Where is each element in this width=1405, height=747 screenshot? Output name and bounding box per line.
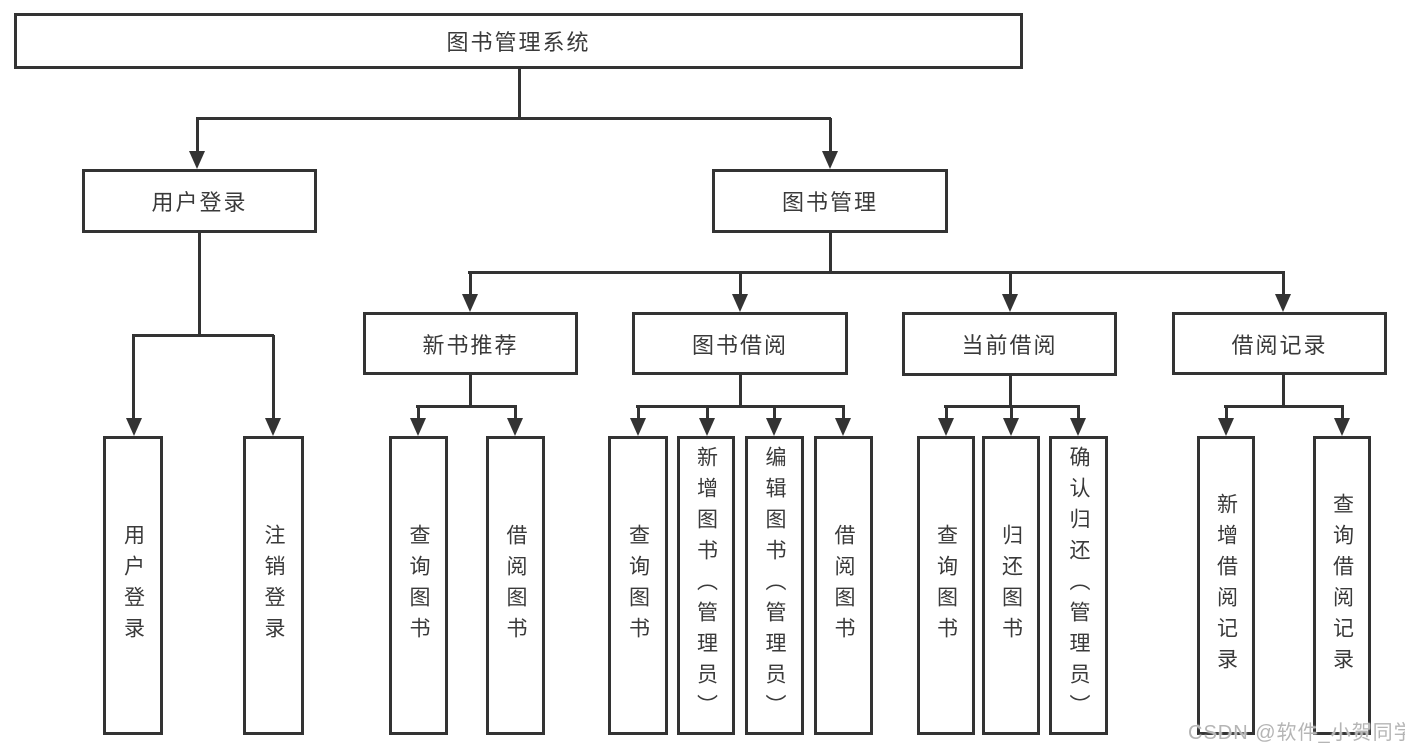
leaf-query-books-current: 查询图书 bbox=[917, 436, 975, 735]
arrowhead-icon bbox=[732, 294, 748, 312]
node-new-book-recommend: 新书推荐 bbox=[363, 312, 578, 375]
connector-line bbox=[131, 335, 135, 421]
arrowhead-icon bbox=[1003, 418, 1019, 436]
leaf-confirm-return-admin: 确认归还（管理员） bbox=[1049, 436, 1108, 735]
node-borrow-records: 借阅记录 bbox=[1172, 312, 1387, 375]
connector-line bbox=[1008, 376, 1012, 407]
connector-line bbox=[944, 406, 948, 422]
connector-line bbox=[636, 404, 845, 408]
leaf-user-login: 用户登录 bbox=[103, 436, 163, 735]
node-book-borrow: 图书借阅 bbox=[632, 312, 848, 375]
node-current-borrow: 当前借阅 bbox=[902, 312, 1117, 376]
connector-line bbox=[196, 116, 831, 120]
node-book-management-group: 图书管理 bbox=[712, 169, 948, 233]
connector-line bbox=[1009, 406, 1013, 422]
connector-line bbox=[772, 406, 776, 422]
connector-line bbox=[828, 118, 832, 154]
leaf-borrow-books: 借阅图书 bbox=[814, 436, 873, 735]
connector-line bbox=[636, 406, 640, 422]
connector-line bbox=[416, 406, 420, 422]
connector-line bbox=[828, 233, 832, 273]
arrowhead-icon bbox=[189, 151, 205, 169]
arrowhead-icon bbox=[1070, 418, 1086, 436]
connector-line bbox=[841, 406, 845, 422]
arrowhead-icon bbox=[507, 418, 523, 436]
connector-line bbox=[132, 333, 274, 337]
arrowhead-icon bbox=[265, 418, 281, 436]
connector-line bbox=[197, 233, 201, 337]
connector-line bbox=[1224, 404, 1344, 408]
connector-line bbox=[195, 118, 199, 154]
arrowhead-icon bbox=[126, 418, 142, 436]
connector-line bbox=[271, 335, 275, 421]
leaf-add-book-admin: 新增图书（管理员） bbox=[677, 436, 735, 735]
connector-line bbox=[1224, 406, 1228, 422]
arrowhead-icon bbox=[1334, 418, 1350, 436]
connector-line bbox=[468, 270, 1285, 274]
leaf-logout: 注销登录 bbox=[243, 436, 304, 735]
arrowhead-icon bbox=[938, 418, 954, 436]
node-root: 图书管理系统 bbox=[14, 13, 1023, 69]
arrowhead-icon bbox=[462, 294, 478, 312]
connector-line bbox=[738, 272, 742, 298]
arrowhead-icon bbox=[1275, 294, 1291, 312]
arrowhead-icon bbox=[630, 418, 646, 436]
arrowhead-icon bbox=[1002, 294, 1018, 312]
leaf-query-books-borrow: 查询图书 bbox=[608, 436, 668, 735]
leaf-query-borrow-record: 查询借阅记录 bbox=[1313, 436, 1371, 735]
leaf-query-books-recommend: 查询图书 bbox=[389, 436, 448, 735]
connector-line bbox=[1076, 406, 1080, 422]
leaf-borrow-books-recommend: 借阅图书 bbox=[486, 436, 545, 735]
connector-line bbox=[1281, 375, 1285, 407]
connector-line bbox=[1340, 406, 1344, 422]
connector-line bbox=[468, 272, 472, 298]
arrowhead-icon bbox=[410, 418, 426, 436]
connector-line bbox=[517, 69, 521, 119]
leaf-return-book: 归还图书 bbox=[982, 436, 1040, 735]
connector-line bbox=[468, 375, 472, 407]
arrowhead-icon bbox=[835, 418, 851, 436]
connector-line bbox=[738, 375, 742, 407]
csdn-watermark: CSDN @软件_小贺同学 bbox=[1188, 722, 1405, 744]
connector-line bbox=[513, 406, 517, 422]
connector-line bbox=[705, 406, 709, 422]
leaf-add-borrow-record: 新增借阅记录 bbox=[1197, 436, 1255, 735]
arrowhead-icon bbox=[1218, 418, 1234, 436]
node-user-login-group: 用户登录 bbox=[82, 169, 317, 233]
arrowhead-icon bbox=[822, 151, 838, 169]
connector-line bbox=[1281, 272, 1285, 298]
leaf-edit-book-admin: 编辑图书（管理员） bbox=[745, 436, 804, 735]
arrowhead-icon bbox=[766, 418, 782, 436]
connector-line bbox=[1008, 272, 1012, 298]
arrowhead-icon bbox=[699, 418, 715, 436]
connector-line bbox=[416, 404, 517, 408]
